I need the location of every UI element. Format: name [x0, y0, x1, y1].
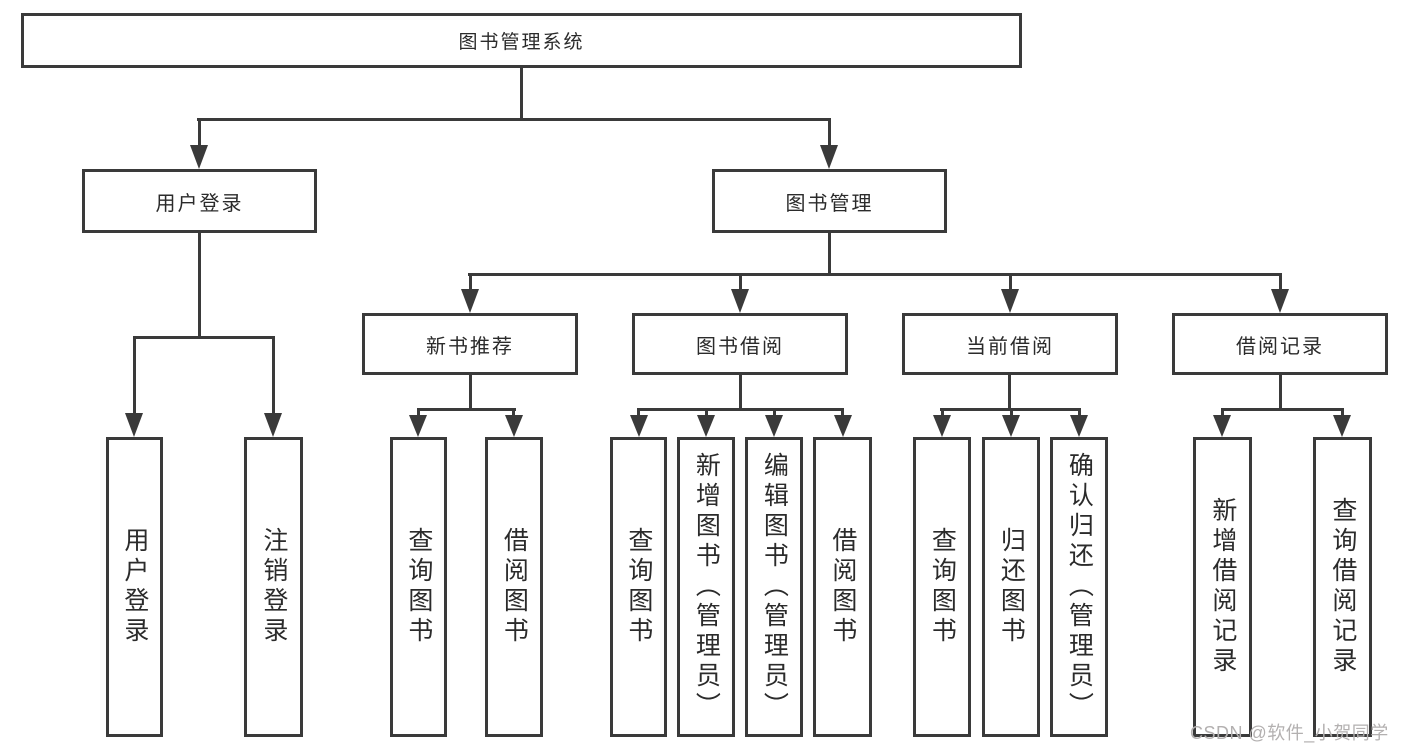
arrow-down-icon	[1271, 289, 1289, 313]
connector-line	[1279, 273, 1282, 292]
node-label: 用户登录	[120, 527, 149, 647]
connector-line	[417, 408, 516, 411]
node-label: 查询图书	[624, 527, 653, 647]
connector-line	[1221, 408, 1344, 411]
connector-line	[1008, 374, 1011, 411]
node-book-borrow: 图书借阅	[632, 313, 848, 375]
connector-line	[469, 273, 472, 292]
connector-line	[941, 408, 944, 418]
leaf-query-books-borrow: 查询图书	[610, 437, 667, 737]
arrow-down-icon	[820, 145, 838, 169]
node-label: 查询图书	[928, 527, 957, 647]
leaf-query-books-current: 查询图书	[913, 437, 971, 737]
leaf-edit-book-admin: 编辑图书（管理员）	[745, 437, 803, 737]
node-label: 确认归还（管理员）	[1065, 452, 1094, 722]
node-label: 借阅图书	[828, 527, 857, 647]
connector-line	[468, 273, 1282, 276]
connector-line	[133, 336, 136, 415]
node-label: 查询图书	[404, 527, 433, 647]
connector-line	[198, 118, 201, 148]
arrow-down-icon	[1333, 415, 1351, 437]
node-new-book-recommend: 新书推荐	[362, 313, 578, 375]
arrow-down-icon	[1070, 415, 1088, 437]
node-current-borrow: 当前借阅	[902, 313, 1118, 375]
arrow-down-icon	[834, 415, 852, 437]
node-label: 归还图书	[997, 527, 1026, 647]
node-user-login: 用户登录	[82, 169, 317, 233]
leaf-add-borrow-record: 新增借阅记录	[1193, 437, 1252, 737]
arrow-down-icon	[731, 289, 749, 313]
node-label: 新增借阅记录	[1208, 497, 1237, 677]
arrow-down-icon	[765, 415, 783, 437]
arrow-down-icon	[409, 415, 427, 437]
connector-line	[1078, 408, 1081, 418]
leaf-query-borrow-record: 查询借阅记录	[1313, 437, 1372, 737]
node-label: 图书管理系统	[458, 32, 585, 53]
node-root: 图书管理系统	[21, 13, 1022, 68]
node-label: 图书管理	[785, 192, 874, 215]
leaf-add-book-admin: 新增图书（管理员）	[677, 437, 735, 737]
node-borrow-records: 借阅记录	[1172, 313, 1388, 375]
connector-line	[272, 336, 275, 415]
arrow-down-icon	[697, 415, 715, 437]
node-label: 用户登录	[155, 192, 244, 215]
connector-line	[637, 408, 640, 418]
node-label: 编辑图书（管理员）	[760, 452, 789, 722]
connector-line	[705, 408, 708, 418]
arrow-down-icon	[933, 415, 951, 437]
arrow-down-icon	[190, 145, 208, 169]
connector-line	[197, 118, 831, 121]
connector-line	[520, 68, 523, 121]
connector-line	[512, 408, 515, 418]
connector-line	[841, 408, 844, 418]
connector-line	[133, 336, 275, 339]
arrow-down-icon	[264, 413, 282, 437]
connector-line	[1010, 408, 1013, 418]
connector-line	[198, 232, 201, 339]
node-label: 新书推荐	[426, 335, 514, 358]
connector-line	[828, 118, 831, 148]
connector-line	[739, 273, 742, 292]
arrow-down-icon	[461, 289, 479, 313]
arrow-down-icon	[1002, 415, 1020, 437]
connector-line	[469, 374, 472, 411]
connector-line	[1221, 408, 1224, 418]
connector-line	[1341, 408, 1344, 418]
connector-line	[417, 408, 420, 418]
arrow-down-icon	[125, 413, 143, 437]
connector-line	[773, 408, 776, 418]
node-book-management: 图书管理	[712, 169, 947, 233]
node-label: 借阅记录	[1236, 335, 1324, 358]
node-label: 查询借阅记录	[1328, 497, 1357, 677]
node-label: 注销登录	[259, 527, 288, 647]
connector-line	[828, 232, 831, 276]
node-label: 借阅图书	[500, 527, 529, 647]
connector-line	[637, 408, 844, 411]
leaf-logout: 注销登录	[244, 437, 303, 737]
leaf-confirm-return-admin: 确认归还（管理员）	[1050, 437, 1108, 737]
node-label: 当前借阅	[966, 335, 1054, 358]
arrow-down-icon	[505, 415, 523, 437]
arrow-down-icon	[630, 415, 648, 437]
connector-line	[1009, 273, 1012, 292]
leaf-user-login: 用户登录	[106, 437, 163, 737]
node-label: 新增图书（管理员）	[692, 452, 721, 722]
leaf-borrow-books-recommend: 借阅图书	[485, 437, 543, 737]
watermark: CSDN @软件_小贺同学	[1190, 723, 1389, 743]
node-label: 图书借阅	[696, 335, 784, 358]
leaf-query-books-recommend: 查询图书	[390, 437, 447, 737]
connector-line	[739, 374, 742, 411]
leaf-return-book: 归还图书	[982, 437, 1040, 737]
arrow-down-icon	[1213, 415, 1231, 437]
connector-line	[1279, 374, 1282, 411]
arrow-down-icon	[1001, 289, 1019, 313]
leaf-borrow-books-borrow: 借阅图书	[813, 437, 872, 737]
